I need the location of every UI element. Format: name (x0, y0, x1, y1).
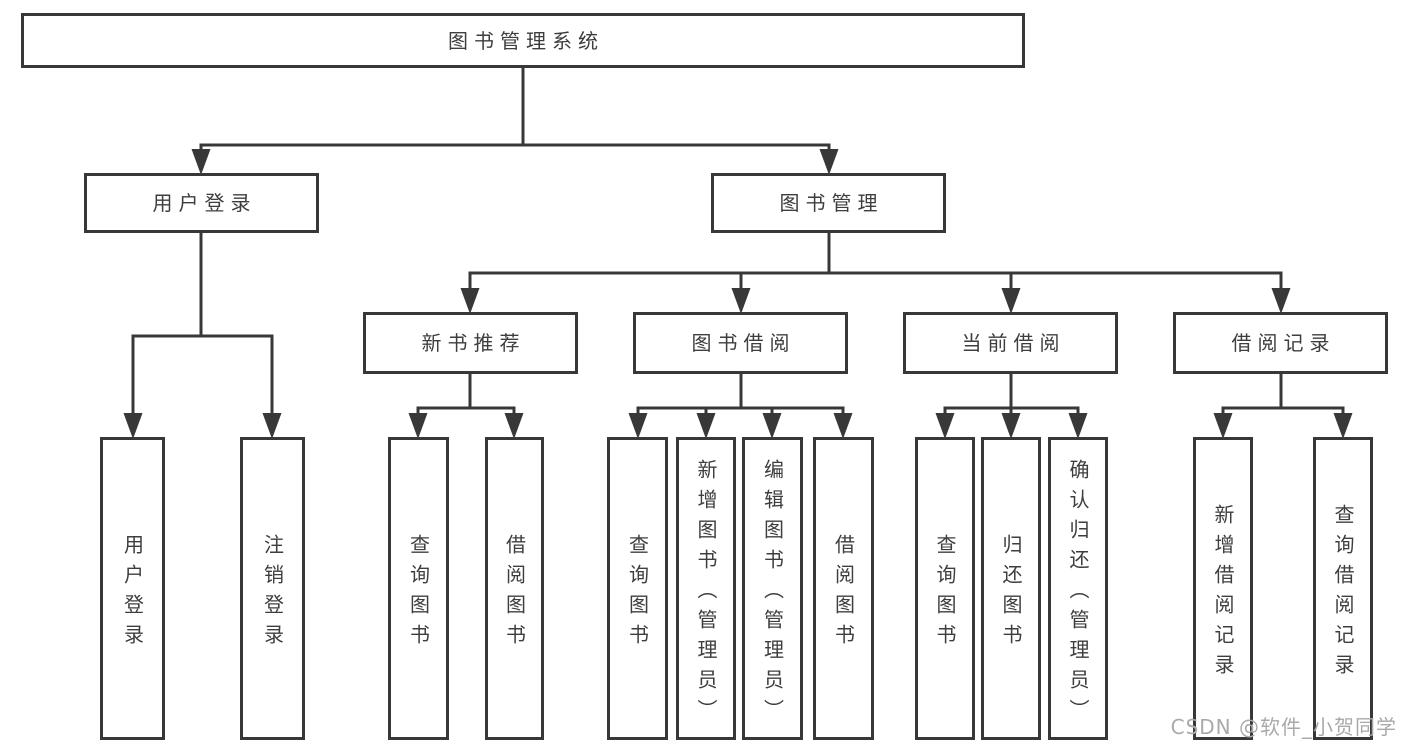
node-label: 图书管理系统 (448, 28, 604, 53)
leaf-label: 查询图书 (406, 533, 431, 654)
node-book-borrowing: 图书借阅 (633, 312, 848, 374)
leaf-label: 用户登录 (120, 533, 145, 654)
leaf-query-books-borrowing: 查询图书 (607, 437, 668, 740)
leaf-confirm-return-admin: 确认归还（管理员） (1048, 437, 1108, 740)
leaf-edit-books-admin: 编辑图书（管理员） (742, 437, 803, 740)
leaf-label: 确认归还（管理员） (1066, 458, 1090, 729)
leaf-label: 借阅图书 (831, 533, 856, 654)
leaf-label: 新增图书（管理员） (694, 458, 718, 729)
leaf-user-login: 用户登录 (100, 437, 165, 740)
node-library-system: 图书管理系统 (21, 13, 1025, 68)
leaf-label: 查询图书 (933, 533, 957, 654)
leaf-label: 借阅图书 (502, 533, 527, 654)
leaf-return-books: 归还图书 (981, 437, 1041, 740)
leaf-logout-login: 注销登录 (240, 437, 305, 740)
node-current-borrowing: 当前借阅 (903, 312, 1118, 374)
node-user-login: 用户登录 (84, 173, 319, 233)
leaf-add-borrow-record: 新增借阅记录 (1193, 437, 1253, 740)
leaf-label: 查询借阅记录 (1331, 503, 1355, 684)
leaf-label: 归还图书 (999, 533, 1023, 654)
node-label: 新书推荐 (421, 331, 526, 355)
node-label: 用户登录 (152, 191, 257, 215)
leaf-borrow-books-recommend: 借阅图书 (485, 437, 544, 740)
leaf-label: 查询图书 (625, 533, 650, 654)
watermark: CSDN @软件_小贺同学 (1170, 715, 1397, 739)
node-new-book-recommendation: 新书推荐 (363, 312, 578, 374)
leaf-borrow-books-borrowing: 借阅图书 (813, 437, 874, 740)
node-label: 当前借阅 (961, 331, 1066, 355)
leaf-label: 编辑图书（管理员） (760, 458, 785, 729)
leaf-label: 新增借阅记录 (1211, 503, 1235, 684)
leaf-query-books-current: 查询图书 (915, 437, 975, 740)
node-label: 图书借阅 (691, 331, 796, 355)
leaf-label: 注销登录 (260, 533, 285, 654)
leaf-query-borrow-record: 查询借阅记录 (1313, 437, 1373, 740)
node-label: 借阅记录 (1231, 331, 1336, 355)
leaf-query-books-recommend: 查询图书 (388, 437, 449, 740)
leaf-add-books-admin: 新增图书（管理员） (676, 437, 736, 740)
node-borrowing-records: 借阅记录 (1173, 312, 1388, 374)
node-book-management: 图书管理 (711, 173, 946, 233)
node-label: 图书管理 (779, 191, 884, 215)
